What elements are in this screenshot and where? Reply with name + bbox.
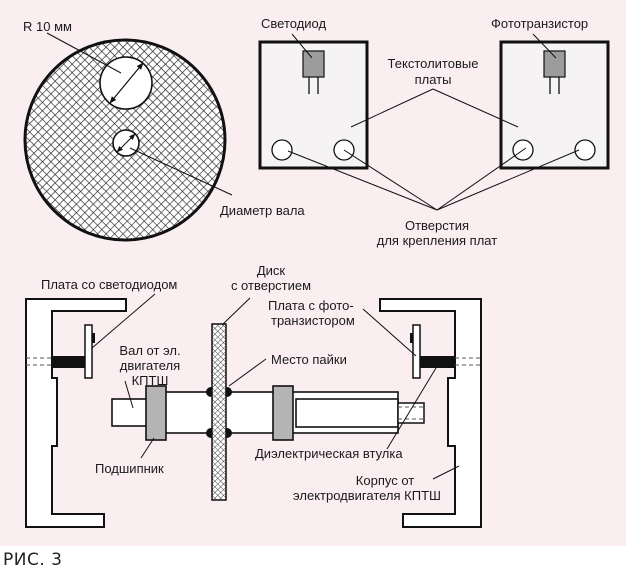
holes-leader (436, 147, 527, 211)
boards-view: Светодиод Фототранзистор Текстолитовые п… (258, 16, 610, 248)
led-label: Светодиод (261, 16, 326, 31)
bearing-label: Подшипник (95, 461, 164, 476)
disk-label: с отверстием (231, 278, 311, 293)
boards-label: Текстолитовые (388, 56, 479, 71)
housing-leader (432, 465, 460, 480)
shaft-end-left (111, 398, 149, 427)
bushing-label: Диэлектрическая втулка (255, 446, 403, 461)
phototransistor-leader (532, 33, 557, 59)
shaft-diameter-label: Диаметр вала (220, 203, 305, 218)
shaft-label: КПТШ (132, 373, 169, 388)
pt-board-label: транзистором (271, 313, 355, 328)
led-component-icon (302, 50, 325, 78)
shaft-diameter-arrow (116, 133, 136, 153)
shaft-leader-side (124, 380, 134, 409)
housing-label: Корпус от (356, 473, 414, 488)
boards-leader (350, 88, 434, 128)
pt-board-leader (362, 308, 417, 357)
led-board-leader (91, 293, 156, 349)
disk-side (211, 323, 227, 501)
boards-leader (432, 88, 519, 128)
right-housing (379, 298, 482, 528)
mounting-hole (574, 139, 596, 161)
phototransistor-side-icon (410, 333, 413, 343)
holes-leader (343, 149, 438, 211)
figure-caption: РИС. 3 (3, 550, 63, 570)
phototransistor-component-icon (543, 50, 566, 78)
assembly-view: Плата со светодиодом Диск с отверстием П… (25, 263, 482, 528)
disk-label: Диск (257, 263, 286, 278)
bushing-leader (386, 367, 437, 450)
bearing (145, 385, 167, 441)
shaft-label: двигателя (120, 358, 180, 373)
phototransistor-label: Фототранзистор (491, 16, 588, 31)
window-diameter-arrow (109, 62, 144, 104)
led-board-label: Плата со светодиодом (41, 277, 177, 292)
shaft-label: Вал от эл. (119, 343, 180, 358)
led-leader (291, 33, 313, 59)
shaft-tip (397, 402, 425, 424)
pt-board-label: Плата с фото- (268, 298, 354, 313)
disk-top-view: R 10 мм Диаметр вала (23, 19, 305, 242)
holes-leader (287, 150, 438, 211)
holes-label: для крепления плат (377, 233, 497, 248)
shaft-right-section (295, 398, 399, 428)
led-side-icon (92, 333, 95, 343)
boards-label: платы (415, 72, 452, 87)
housing-label: электродвигателя КПТШ (293, 488, 441, 503)
dielectric-sleeve (272, 385, 294, 441)
shaft-leader (129, 147, 233, 196)
holes-label: Отверстия (405, 218, 469, 233)
disk-leader (221, 297, 251, 326)
mounting-hole (271, 139, 293, 161)
radius-label: R 10 мм (23, 19, 72, 34)
left-housing (25, 298, 127, 528)
radius-leader (46, 32, 122, 74)
solder-label: Место пайки (271, 352, 347, 367)
phototransistor-board-side (412, 324, 421, 379)
holes-leader (436, 149, 580, 211)
bearing-leader (140, 437, 155, 459)
led-board-side (84, 324, 93, 379)
left-bushing (52, 356, 85, 368)
right-bushing (420, 356, 455, 368)
solder-leader (228, 358, 267, 387)
